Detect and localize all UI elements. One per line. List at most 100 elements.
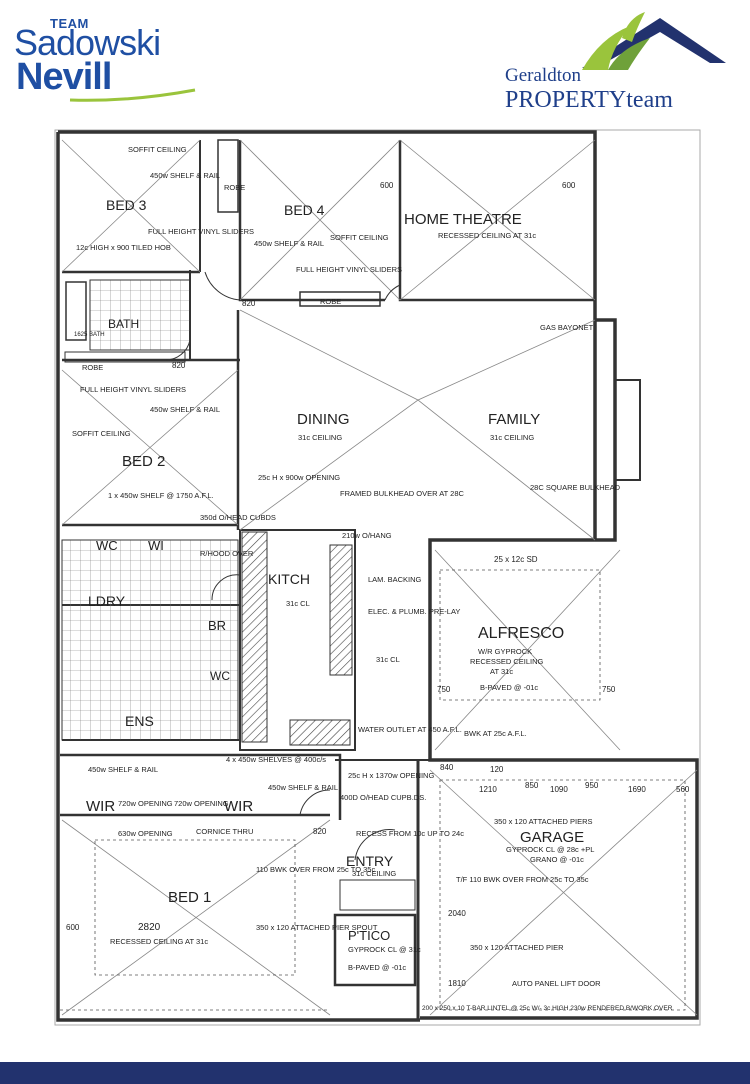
team-sadowski-nevill-logo: TEAM Sadowski Nevill bbox=[10, 8, 210, 108]
note-shelf-1750: 1 x 450w SHELF @ 1750 A.F.L. bbox=[108, 491, 214, 500]
floor-plan: BED 3 BED 4 HOME THEATRE BATH DINING FAM… bbox=[54, 129, 701, 1026]
note-vinyl-bed4: FULL HEIGHT VINYL SLIDERS bbox=[296, 265, 402, 274]
note-ohead-cubds: 350d O/HEAD CUBDS bbox=[200, 513, 276, 522]
dim-560: 560 bbox=[676, 785, 690, 794]
note-opening-720-a: 720w OPENING bbox=[118, 799, 173, 808]
room-alfresco: ALFRESCO bbox=[478, 625, 564, 642]
room-garage: GARAGE bbox=[520, 829, 584, 846]
note-cornice-thru: CORNICE THRU bbox=[196, 827, 253, 836]
note-bwk-25c: BWK AT 25c A.F.L. bbox=[464, 729, 527, 738]
note-ohead-cupbds: 400D O/HEAD CUPB.DS. bbox=[340, 793, 426, 802]
dim-2820: 2820 bbox=[138, 922, 161, 933]
dim-1090: 1090 bbox=[550, 785, 568, 794]
note-soffit-bed4: SOFFIT CEILING bbox=[330, 233, 389, 242]
logo-team-text: TEAM bbox=[50, 16, 89, 31]
note-alfresco-ceiling-2: RECESSED CEILING bbox=[470, 657, 544, 666]
note-robe-bed4: ROBE bbox=[320, 297, 341, 306]
room-entry: ENTRY bbox=[346, 853, 394, 869]
note-pier-bed1: 350 x 120 ATTACHED PIER SPOUT bbox=[256, 923, 378, 932]
room-wc2: WC bbox=[210, 669, 230, 683]
house-roof-icon bbox=[582, 12, 726, 70]
note-garage-pier: 350 x 120 ATTACHED PIER bbox=[470, 943, 564, 952]
room-wc: WC bbox=[96, 538, 118, 553]
logo-line2: Nevill bbox=[16, 56, 112, 98]
note-garage-bwk: T/F 110 BWK OVER FROM 25c TO 35c bbox=[456, 875, 589, 884]
note-elec-plumb: ELEC. & PLUMB. PRE-LAY bbox=[368, 607, 460, 616]
dim-120: 120 bbox=[490, 765, 504, 774]
dim-840: 840 bbox=[440, 763, 454, 772]
note-framed-bulkhead: FRAMED BULKHEAD OVER AT 28C bbox=[340, 489, 465, 498]
note-opening-720-b: 720w OPENING bbox=[174, 799, 229, 808]
note-alfresco-paved: B-PAVED @ -01c bbox=[480, 683, 538, 692]
room-wir-1: WIR bbox=[86, 798, 115, 815]
dim-1810: 1810 bbox=[448, 979, 466, 988]
room-bath: BATH bbox=[108, 317, 139, 331]
note-square-bulkhead: 28C SQUARE BULKHEAD bbox=[530, 483, 621, 492]
note-gas-bayonet: GAS BAYONET bbox=[540, 323, 594, 332]
room-br: BR bbox=[208, 618, 226, 633]
note-alfresco-ceiling-1: W/R GYPROCK bbox=[478, 647, 532, 656]
logo-swoosh bbox=[69, 88, 196, 102]
note-auto-panel: AUTO PANEL LIFT DOOR bbox=[512, 979, 601, 988]
note-garage-ceiling: GYPROCK CL @ 28c +PL bbox=[506, 845, 594, 854]
dim-950: 950 bbox=[585, 781, 599, 790]
geraldton-property-team-logo: Geraldton PROPERTYteam bbox=[500, 8, 745, 113]
note-water-outlet: WATER OUTLET AT 450 A.F.L. bbox=[358, 725, 462, 734]
note-garage-grano: GRANO @ -01c bbox=[530, 855, 584, 864]
dim-600-bed1: 600 bbox=[66, 923, 80, 932]
room-bed3: BED 3 bbox=[106, 197, 147, 213]
note-lam-backing: LAM. BACKING bbox=[368, 575, 422, 584]
room-dining: DINING bbox=[297, 411, 350, 428]
room-bed4: BED 4 bbox=[284, 202, 325, 218]
note-recess-from: RECESS FROM 10c UP TO 24c bbox=[356, 829, 464, 838]
note-shelf-bed3: 450w SHELF & RAIL bbox=[150, 171, 220, 180]
footer-bar bbox=[0, 1062, 750, 1084]
note-shelf-bed4: 450w SHELF & RAIL bbox=[254, 239, 324, 248]
room-family: FAMILY bbox=[488, 411, 540, 428]
dim-1210: 1210 bbox=[479, 785, 497, 794]
note-ohang: 210w O/HANG bbox=[342, 531, 392, 540]
note-tiled-hob: 12c HIGH x 900 TILED HOB bbox=[76, 243, 171, 252]
room-wir-2: WIR bbox=[224, 798, 253, 815]
note-bed1-ceiling: RECESSED CEILING AT 31c bbox=[110, 937, 208, 946]
room-ldry: LDRY bbox=[88, 593, 126, 609]
note-rhood: R/HOOD OVER bbox=[200, 549, 254, 558]
room-kitch: KITCH bbox=[268, 571, 310, 587]
note-kitch-ceiling: 31c CL bbox=[286, 599, 310, 608]
room-wi: WI bbox=[148, 538, 164, 553]
note-alfresco-ceiling-3: AT 31c bbox=[490, 667, 513, 676]
dim-850: 850 bbox=[525, 781, 539, 790]
dim-600-b: 600 bbox=[562, 181, 576, 190]
note-soffit-bed3: SOFFIT CEILING bbox=[128, 145, 187, 154]
note-robe-bed3: ROBE bbox=[224, 183, 245, 192]
note-ptico-paved: B-PAVED @ -01c bbox=[348, 963, 406, 972]
note-shelf-wir2: 450w SHELF & RAIL bbox=[268, 783, 338, 792]
dim-1625: 1625 BATH bbox=[74, 332, 105, 338]
dim-750-b: 750 bbox=[602, 685, 616, 694]
note-family-ceiling: 31c CEILING bbox=[490, 433, 534, 442]
note-vinyl-bed2: FULL HEIGHT VINYL SLIDERS bbox=[80, 385, 186, 394]
dim-820-a: 820 bbox=[242, 299, 256, 308]
dim-2040: 2040 bbox=[448, 909, 466, 918]
note-shelf-bed2: 450w SHELF & RAIL bbox=[150, 405, 220, 414]
room-home-theatre: HOME THEATRE bbox=[404, 211, 522, 228]
dim-25x12: 25 x 12c SD bbox=[494, 555, 538, 564]
note-entry-ceiling: 31c CEILING bbox=[352, 869, 396, 878]
room-bed1: BED 1 bbox=[168, 889, 211, 906]
note-dining-ceiling: 31c CEILING bbox=[298, 433, 342, 442]
logo-line1: Sadowski bbox=[14, 22, 161, 63]
note-shelves-400: 4 x 450w SHELVES @ 400c/s bbox=[226, 755, 326, 764]
dim-600-a: 600 bbox=[380, 181, 394, 190]
note-garage-piers: 350 x 120 ATTACHED PIERS bbox=[494, 817, 593, 826]
dim-820-c: 820 bbox=[313, 827, 327, 836]
logo-brand: PROPERTYteam bbox=[505, 87, 673, 113]
note-theatre-ceiling: RECESSED CEILING AT 31c bbox=[438, 231, 536, 240]
logo-city: Geraldton bbox=[505, 65, 581, 86]
note-ptico-ceiling: GYPROCK CL @ 31c bbox=[348, 945, 421, 954]
note-opening-1370: 25c H x 1370w OPENING bbox=[348, 771, 434, 780]
dim-820-b: 820 bbox=[172, 361, 186, 370]
note-lintel: 200 x 250 x 10 T-BAR LINTEL @ 25c W/- 3c… bbox=[422, 1005, 673, 1012]
room-ens: ENS bbox=[125, 713, 154, 729]
note-kitch-ceiling-2: 31c CL bbox=[376, 655, 400, 664]
note-opening-630: 630w OPENING bbox=[118, 829, 173, 838]
